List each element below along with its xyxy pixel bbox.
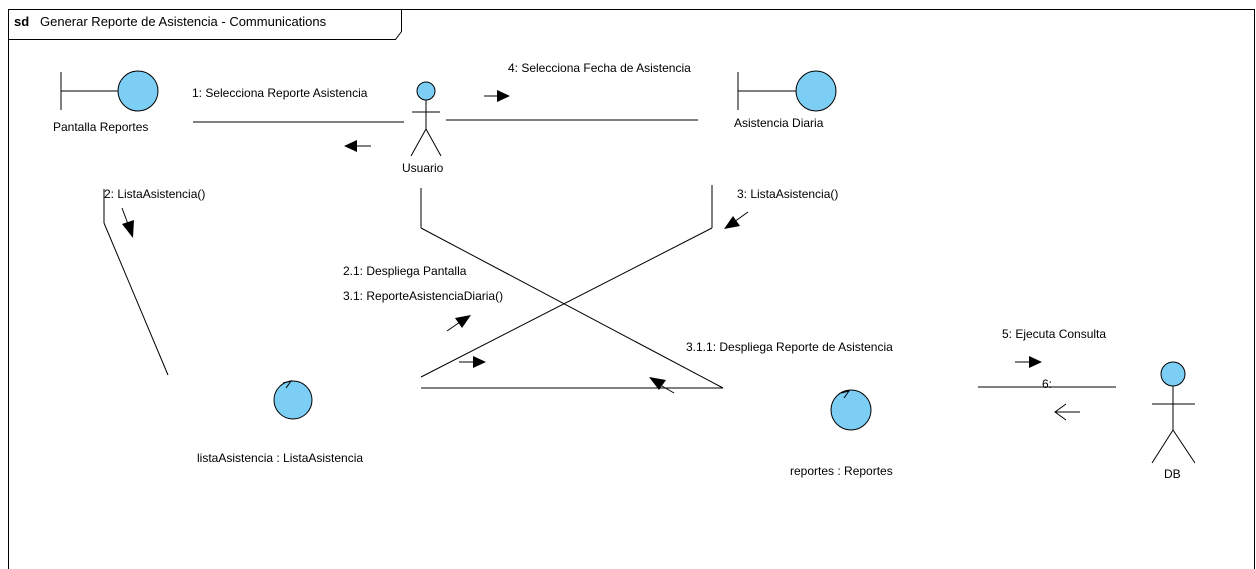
participant-label: listaAsistencia : ListaAsistencia [197, 451, 363, 465]
actor-icon [1151, 361, 1196, 464]
message-arrow-2 [121, 207, 134, 238]
participant-label: DB [1164, 467, 1181, 481]
message-label-6: 6: [1042, 377, 1052, 391]
link-usuario-reportes-diag [420, 227, 724, 389]
diagram-frame [8, 9, 1255, 569]
control-icon [273, 380, 313, 420]
participant-usuario[interactable]: Usuario [402, 81, 444, 175]
participant-lista-asistencia[interactable]: listaAsistencia : ListaAsistencia [197, 380, 363, 465]
message-arrow-3-1-1 [649, 377, 675, 394]
participant-pantalla-reportes[interactable]: Pantalla Reportes [53, 70, 159, 134]
participant-label: reportes : Reportes [790, 464, 893, 478]
participant-reportes[interactable]: reportes : Reportes [790, 389, 893, 478]
message-label-2-1: 2.1: Despliega Pantalla [343, 264, 467, 278]
frame-title-tab [8, 9, 402, 40]
message-label-2: 2: ListaAsistencia() [104, 187, 205, 201]
participant-db[interactable]: DB [1151, 361, 1196, 481]
participant-label: Asistencia Diaria [734, 116, 824, 130]
participant-label: Pantalla Reportes [53, 120, 148, 134]
frame-title: Generar Reporte de Asistencia - Communic… [40, 14, 327, 29]
link-pantalla-lista-diag [103, 222, 169, 376]
message-arrow-2-1 [459, 356, 486, 368]
message-arrow-5 [1015, 356, 1042, 368]
link-asistencia-lista-diag [420, 227, 713, 378]
message-label-3-1-1: 3.1.1: Despliega Reporte de Asistencia [686, 340, 893, 354]
boundary-icon [60, 70, 159, 112]
message-arrow-3 [724, 211, 749, 229]
message-arrow-6 [1054, 403, 1080, 421]
message-arrow-1 [344, 140, 371, 152]
message-label-3-1: 3.1: ReporteAsistenciaDiaria() [343, 289, 503, 303]
message-label-5: 5: Ejecuta Consulta [1002, 327, 1106, 341]
message-label-1: 1: Selecciona Reporte Asistencia [192, 86, 368, 100]
message-label-4: 4: Selecciona Fecha de Asistencia [508, 61, 691, 75]
control-icon [830, 389, 872, 431]
message-arrow-4 [484, 90, 510, 102]
actor-icon [410, 81, 442, 157]
frame-keyword: sd [14, 14, 29, 29]
boundary-icon [737, 70, 837, 112]
message-label-3: 3: ListaAsistencia() [737, 187, 838, 201]
message-arrow-3-1 [446, 315, 471, 332]
participant-asistencia-diaria[interactable]: Asistencia Diaria [734, 70, 837, 130]
participant-label: Usuario [402, 161, 444, 175]
